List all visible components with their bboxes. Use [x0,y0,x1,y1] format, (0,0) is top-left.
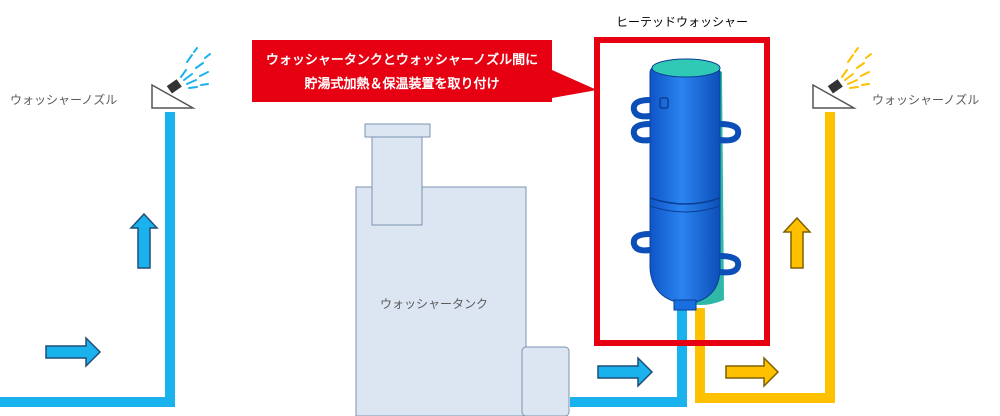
arrow-right-icon [725,356,780,388]
arrow-right-icon [597,356,654,388]
nozzle-left-label: ウォッシャーノズル [10,92,117,107]
heated-washer-unit [630,58,742,311]
spray-icon-hot [841,47,872,89]
nozzle-left [151,79,196,109]
callout-box [252,40,597,102]
hot-pipe [695,112,835,403]
callout-line-1: ウォッシャータンクとウォッシャーノズル間に [266,52,538,68]
cold-pipe-tank-to-heater [570,308,687,407]
washer-tank [355,123,570,416]
nozzle-right-label: ウォッシャーノズル [872,92,979,107]
arrow-right-icon [45,336,102,368]
spray-icon-cold [180,47,211,89]
nozzle-right [812,79,857,109]
heated-washer-label: ヒーテッドウォッシャー [616,15,748,29]
heater-highlight-frame [594,37,770,346]
callout-line-2: 貯湯式加熱＆保温装置を取り付け [304,76,499,92]
tank-label: ウォッシャータンク [380,297,488,311]
cold-pipe-left [0,112,175,407]
arrow-up-icon [782,216,812,269]
arrow-up-icon [129,212,159,269]
